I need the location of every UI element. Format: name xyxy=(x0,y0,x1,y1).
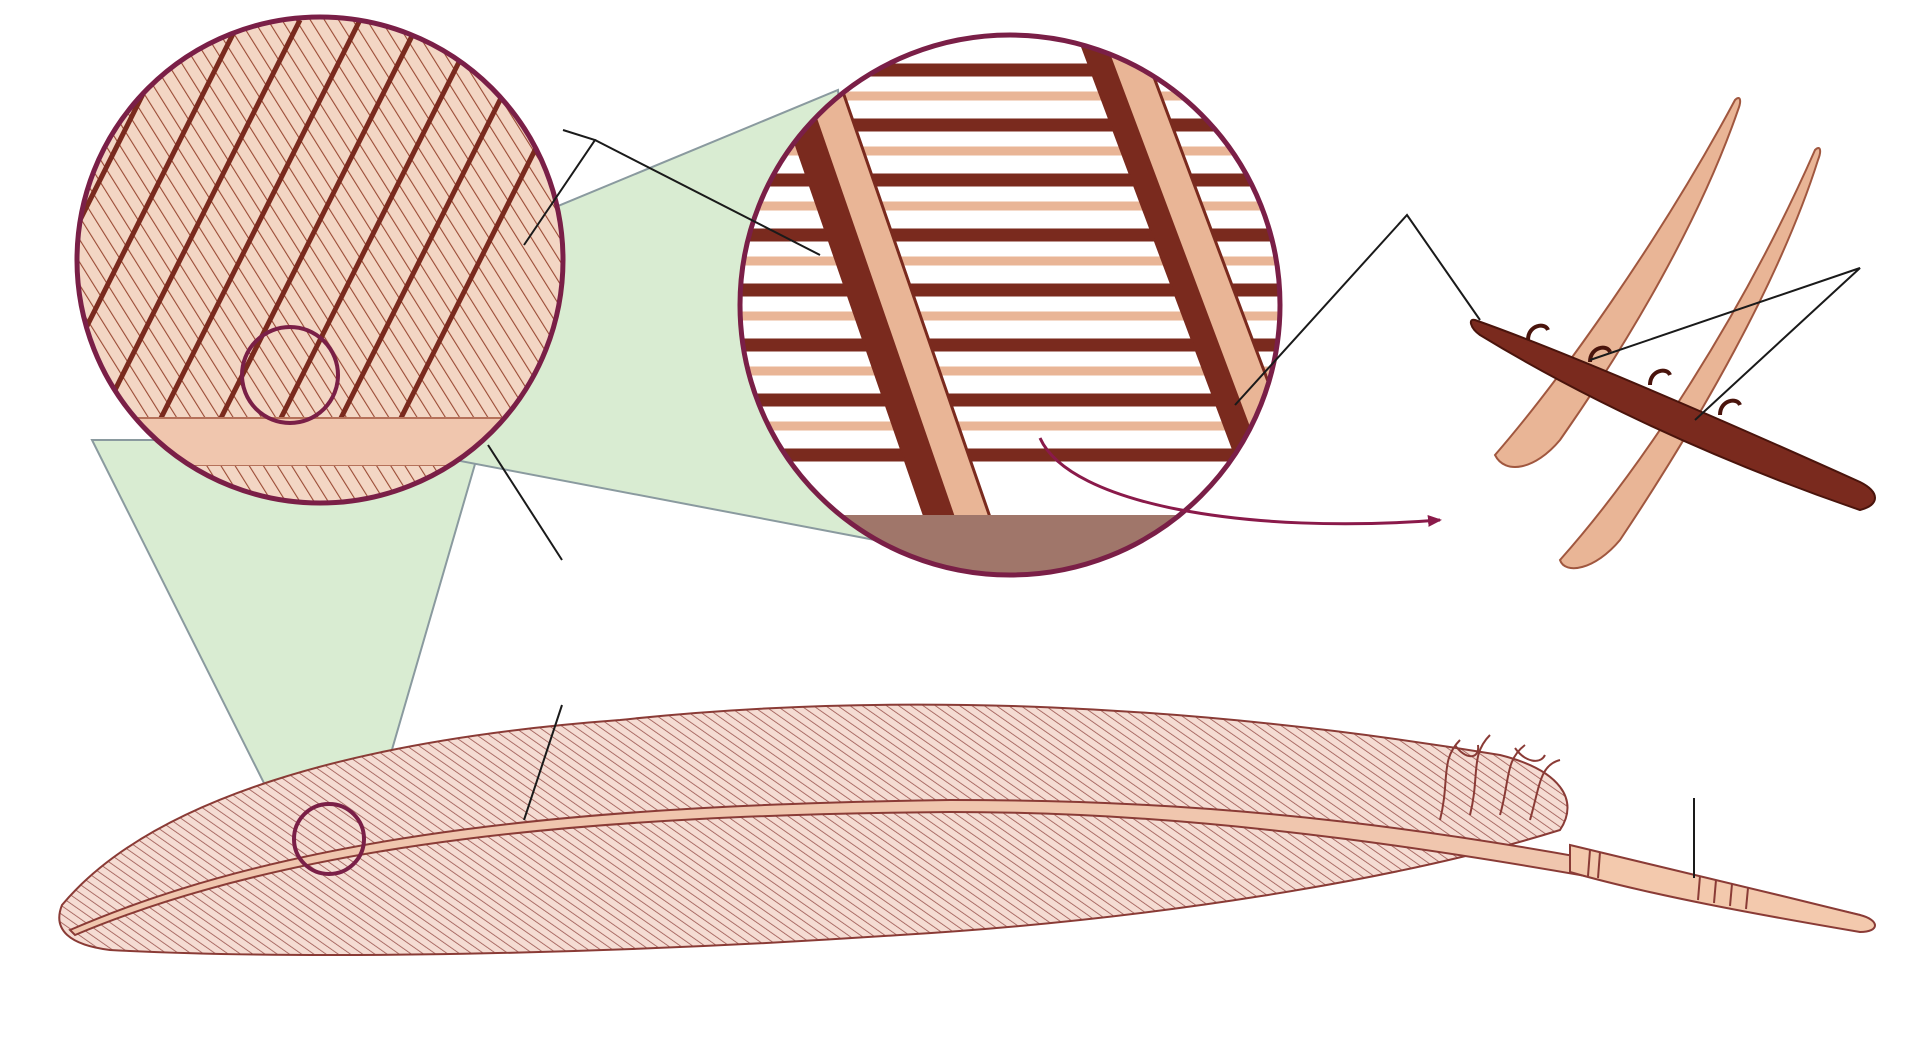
barb-detail-circle xyxy=(74,14,566,506)
barbule-light-2 xyxy=(1558,147,1822,570)
feather-fluff xyxy=(1439,734,1561,821)
feather-magnify-ring xyxy=(292,802,366,876)
feather-vane-texture xyxy=(59,704,1568,955)
barbule-light-1 xyxy=(1493,97,1742,468)
calamus-rings xyxy=(1587,849,1749,910)
barbule-magnify-ring xyxy=(240,325,340,425)
feather-calamus xyxy=(1569,843,1876,934)
barbule-dark xyxy=(1469,318,1876,512)
leader-line-6 xyxy=(523,704,563,821)
detail-arrow xyxy=(1038,437,1442,527)
hooklet-illustration xyxy=(1469,97,1876,570)
feather xyxy=(58,703,1876,956)
leader-line-2 xyxy=(594,139,821,256)
leader-line-3 xyxy=(487,444,563,561)
leader-line-5 xyxy=(1589,267,1861,421)
leader-line-4 xyxy=(1234,213,1481,406)
hooklets xyxy=(1526,323,1742,416)
leader-lines xyxy=(487,129,1861,878)
